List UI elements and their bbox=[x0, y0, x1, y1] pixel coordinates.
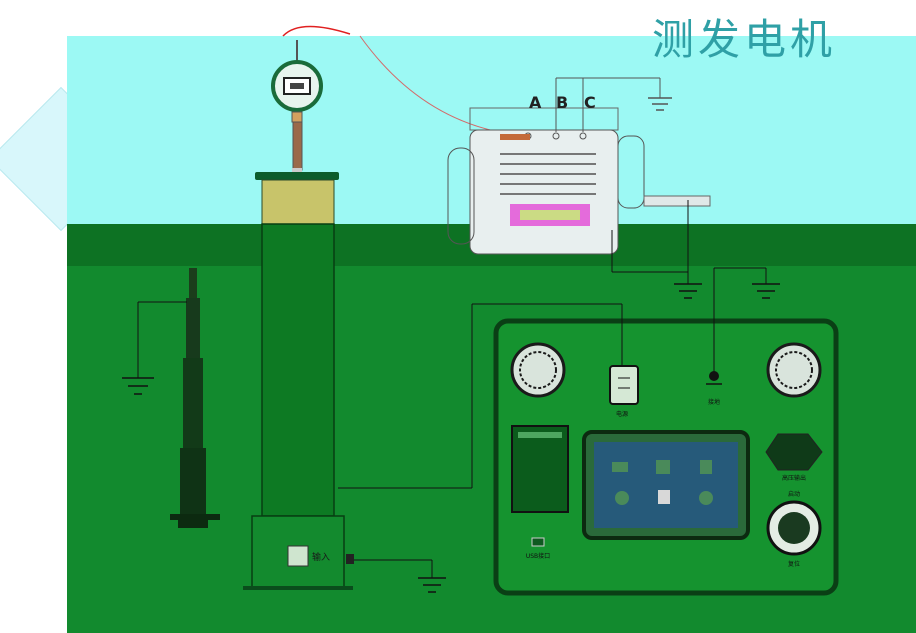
input-port-label: 输入 bbox=[312, 551, 330, 563]
phase-label-a: A bbox=[529, 93, 542, 112]
start-button-label: 启动 bbox=[788, 490, 800, 498]
hv-output-label: 高压输出 bbox=[782, 474, 806, 482]
phase-label-c: C bbox=[584, 93, 596, 112]
control-box bbox=[493, 318, 839, 596]
discharge-rod bbox=[122, 268, 220, 528]
diagram-title: 测发电机 bbox=[652, 15, 837, 64]
hv-test-lead bbox=[359, 35, 511, 135]
stop-button-label: 复位 bbox=[788, 560, 800, 568]
control-wiring bbox=[338, 268, 715, 593]
usb-port-label: USB接口 bbox=[526, 552, 550, 560]
power-switch-label: 电源 bbox=[616, 410, 628, 418]
ground-terminal-label: 接地 bbox=[708, 398, 720, 406]
voltage-divider bbox=[243, 40, 354, 590]
generator-motor bbox=[447, 77, 711, 255]
motor-ground bbox=[611, 200, 780, 299]
red-test-lead bbox=[282, 25, 351, 37]
phase-label-b: B bbox=[556, 93, 568, 112]
